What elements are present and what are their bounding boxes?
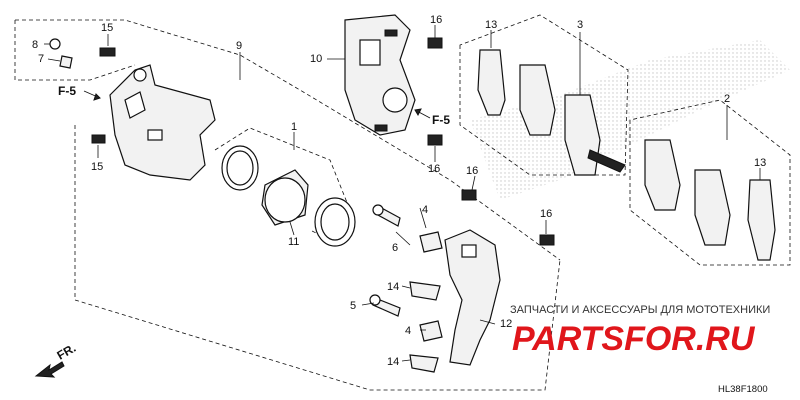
assembly-box-9 xyxy=(14,20,561,391)
part-label-13-a: 13 xyxy=(485,19,497,31)
diagram-code: HL38F1800 xyxy=(718,384,768,395)
part-label-3: 3 xyxy=(577,19,583,31)
part-label-15-top: 15 xyxy=(101,22,113,34)
part-label-11: 11 xyxy=(288,236,299,248)
part-label-1: 1 xyxy=(291,121,297,133)
part-label-13-b: 13 xyxy=(754,157,766,169)
brake-pads-set-2 xyxy=(644,139,776,261)
slide-pins-and-boots xyxy=(369,204,443,342)
part-label-16-c: 16 xyxy=(466,165,478,177)
caliper-bracket xyxy=(444,229,501,366)
svg-text:FR.: FR. xyxy=(55,341,79,363)
bolts-and-fittings xyxy=(49,37,555,246)
ref-f5-left: F-5 xyxy=(58,84,101,101)
assembly-box-3 xyxy=(459,14,629,176)
leader-lines xyxy=(44,25,761,362)
part-label-16-b: 16 xyxy=(428,163,440,175)
ref-f5-right: F-5 xyxy=(414,108,450,127)
part-label-9: 9 xyxy=(236,40,242,52)
part-label-16-a: 16 xyxy=(430,14,442,26)
part-label-4-bottom: 4 xyxy=(405,325,411,337)
assembly-box-1 xyxy=(214,127,351,246)
brake-pads-set-3 xyxy=(477,49,626,176)
part-label-2: 2 xyxy=(724,93,730,105)
part-label-4-top: 4 xyxy=(422,204,428,216)
watermark-caption: ЗАПЧАСТИ И АКСЕССУАРЫ ДЛЯ МОТОТЕХНИКИ xyxy=(510,304,770,316)
part-label-12: 12 xyxy=(500,318,512,330)
part-label-7: 7 xyxy=(38,53,44,65)
part-label-14-bottom: 14 xyxy=(387,356,399,368)
part-label-16-d: 16 xyxy=(540,208,552,220)
part-label-10: 10 xyxy=(310,53,322,65)
caliper-body xyxy=(109,64,216,181)
part-label-6: 6 xyxy=(392,242,398,254)
part-label-5: 5 xyxy=(350,300,356,312)
part-label-15-bottom: 15 xyxy=(91,161,103,173)
front-direction-arrow: FR. xyxy=(34,341,79,378)
svg-text:F-5: F-5 xyxy=(58,84,76,98)
assembly-box-2 xyxy=(629,99,791,266)
watermark-logo: PARTSFOR.RU xyxy=(512,320,756,358)
part-label-8: 8 xyxy=(32,39,38,51)
part-label-14-top: 14 xyxy=(387,281,399,293)
caliper-assembly xyxy=(344,14,416,136)
pad-springs xyxy=(409,281,441,373)
piston-seal-kit xyxy=(221,145,356,247)
svg-text:F-5: F-5 xyxy=(432,113,450,127)
